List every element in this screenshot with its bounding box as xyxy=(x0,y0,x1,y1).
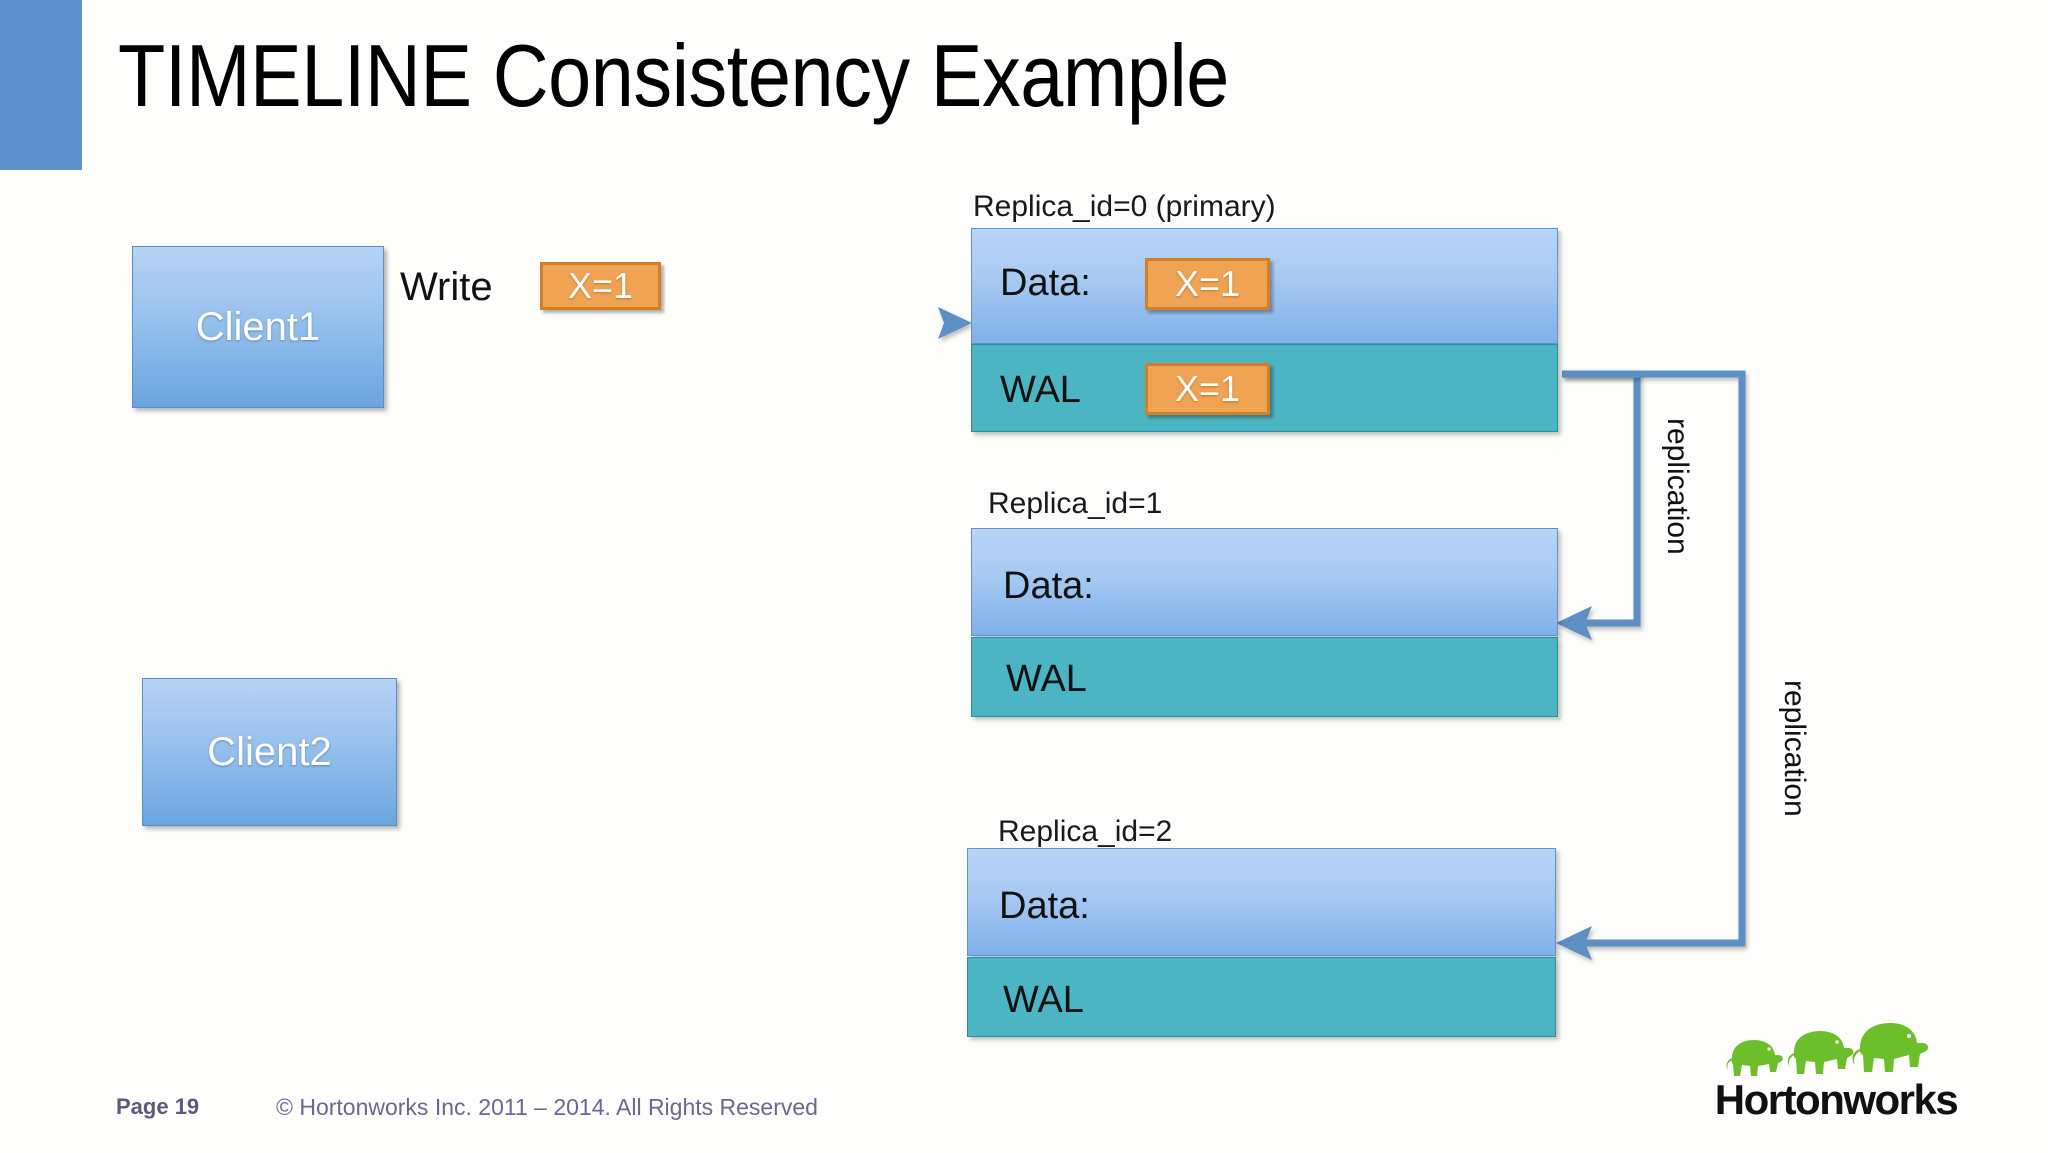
replica-0-wal-value: X=1 xyxy=(1145,363,1270,415)
replica-0-data-value-label: X=1 xyxy=(1174,263,1241,304)
page-title: TIMELINE Consistency Example xyxy=(118,26,1229,125)
replica-1-header: Replica_id=1 xyxy=(988,487,1163,520)
replica-1-data-box xyxy=(971,528,1558,636)
replica-2-wal-box xyxy=(967,957,1556,1037)
title-accent-bar xyxy=(0,0,82,170)
logo-wordmark: Hortonworks xyxy=(1714,1076,1959,1123)
client1-label: Client1 xyxy=(195,304,321,349)
replica-2-data-label: Data: xyxy=(999,885,1090,927)
replica-1-wal-box xyxy=(971,637,1558,717)
write-payload-box: X=1 xyxy=(540,262,661,310)
replica-0-header: Replica_id=0 (primary) xyxy=(973,190,1276,223)
replication-label-2: replication xyxy=(1778,680,1811,817)
write-payload-label: X=1 xyxy=(567,265,634,306)
replication-label-1: replication xyxy=(1661,418,1694,555)
elephants-icon xyxy=(1726,1023,1929,1076)
replica-0-wal-label: WAL xyxy=(1000,369,1081,411)
replica-1-data-label: Data: xyxy=(1003,565,1094,607)
replica-0-data-label: Data: xyxy=(1000,262,1091,304)
replication-arrow-1 xyxy=(1556,370,1641,640)
replica-0-wal-value-label: X=1 xyxy=(1174,368,1241,409)
client2-box[interactable]: Client2 xyxy=(142,678,397,826)
replica-0-data-value: X=1 xyxy=(1145,258,1270,310)
replica-1-wal-label: WAL xyxy=(1006,658,1087,700)
hortonworks-logo: Hortonworks xyxy=(1712,1022,1960,1123)
write-action-label: Write xyxy=(400,265,493,309)
page-number: Page 19 xyxy=(116,1094,200,1119)
client2-label: Client2 xyxy=(207,729,332,774)
copyright-text: © Hortonworks Inc. 2011 – 2014. All Righ… xyxy=(276,1094,818,1120)
replica-2-header: Replica_id=2 xyxy=(998,815,1173,848)
replica-2-data-box xyxy=(967,848,1556,956)
client1-box[interactable]: Client1 xyxy=(132,246,384,408)
replica-2-wal-label: WAL xyxy=(1003,979,1084,1021)
replication-arrow-2 xyxy=(1556,370,1746,960)
write-arrow xyxy=(380,307,972,339)
